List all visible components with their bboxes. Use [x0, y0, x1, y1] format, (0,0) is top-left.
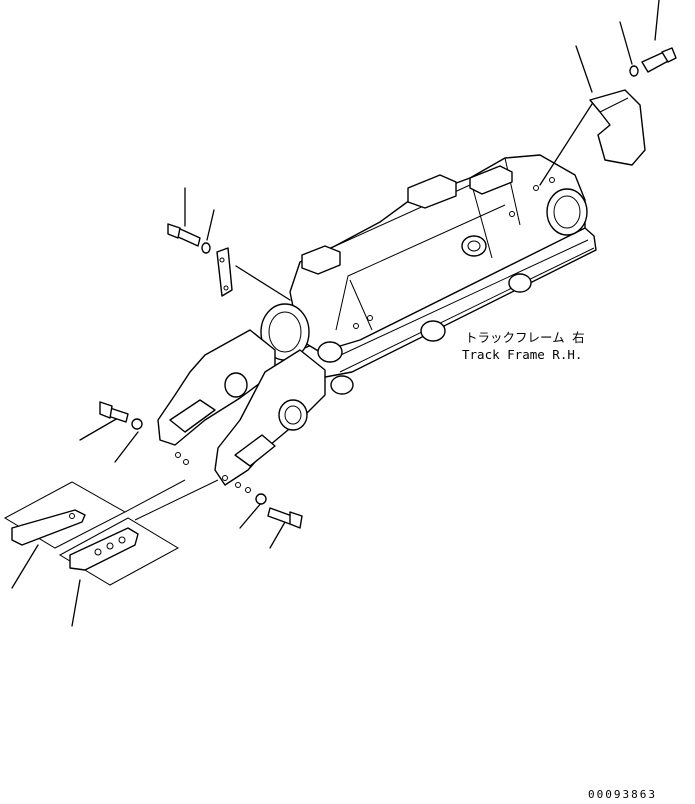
clip-plate	[216, 247, 233, 297]
assembly-label-en: Track Frame R.H.	[462, 347, 582, 362]
top-bolt	[629, 47, 677, 77]
bolt-middle-left	[99, 401, 143, 430]
drawing-code: 00093863	[588, 788, 657, 801]
track-frame	[157, 154, 597, 493]
leader-lines	[11, 0, 660, 627]
guard-plate	[589, 89, 646, 166]
guide-plate-2	[69, 527, 139, 571]
assembly-label-jp: トラックフレーム 右	[465, 330, 585, 345]
bolt-lower	[255, 493, 303, 529]
guide-plate-1	[11, 509, 86, 546]
bolt-upper-left	[167, 223, 211, 254]
